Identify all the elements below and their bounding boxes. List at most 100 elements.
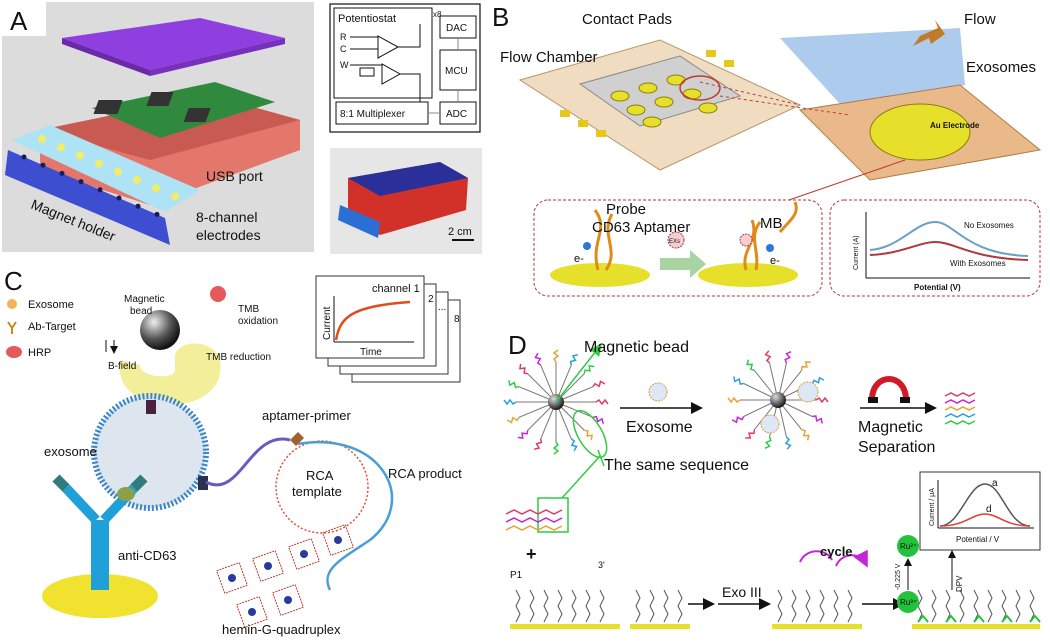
electrode-spot (21, 154, 27, 160)
exo3-label: Exo III (722, 584, 762, 600)
exosomes-label: Exosomes (966, 59, 1036, 76)
electrode-bar (630, 624, 690, 629)
contact-pad (560, 110, 570, 117)
strand-tip (592, 380, 606, 388)
strand-tip (592, 415, 605, 424)
g-quadruplex (251, 549, 285, 583)
time-label: Time (360, 347, 382, 358)
bfield-label: B-field (108, 361, 136, 372)
strand-tip (583, 365, 595, 374)
hrp-icon (6, 346, 22, 358)
released-strand (944, 406, 976, 411)
rca-label-2: template (292, 484, 342, 499)
flow-chamber (578, 55, 742, 127)
strand-tip (764, 436, 772, 449)
strand-tip (731, 416, 745, 424)
capture-probe (571, 589, 577, 623)
same-sequence-label: The same sequence (604, 457, 749, 474)
magnetic-label-2: bead (130, 306, 152, 317)
mb-2 (766, 244, 774, 252)
potential-label-d: Potential / V (956, 535, 1000, 544)
hemin-center (228, 574, 236, 582)
e-label-2: e- (770, 255, 780, 267)
capture-probe (635, 589, 641, 623)
usb-port-label: USB port (206, 168, 263, 184)
chip-3 (183, 108, 211, 122)
released-strand (944, 392, 976, 397)
electrode-spot (154, 211, 160, 217)
potentiostat-label: Potentiostat (338, 13, 396, 25)
same-sequence-ellipse (572, 409, 608, 459)
electrode-bar (772, 624, 862, 629)
ru2-label: Ru²⁺ (900, 542, 917, 551)
capture-probe (1015, 589, 1021, 623)
capture-probe (1029, 589, 1035, 623)
strand-tip (503, 398, 517, 406)
gold-surface (42, 574, 158, 618)
magnet-icon (869, 376, 909, 401)
released-strand (944, 413, 976, 418)
aptamer-2 (743, 201, 798, 271)
anti-cd63-label: anti-CD63 (118, 548, 177, 563)
hemin-center (334, 536, 342, 544)
capture-probe (529, 589, 535, 623)
strand-tip (764, 350, 772, 364)
e-label-1: e- (574, 253, 584, 265)
tmb-ox-label-1: TMB (238, 304, 259, 315)
strand-tip (727, 396, 741, 404)
working-electrode (152, 184, 160, 193)
strand-tip (595, 398, 609, 406)
plus-sign: + (526, 544, 537, 564)
g-quadruplex (287, 537, 321, 571)
released-strand (944, 420, 976, 425)
gold-pad (642, 116, 662, 128)
capture-probe (833, 589, 839, 623)
strand-tip (534, 352, 542, 366)
three-prime-label: 3' (598, 560, 605, 570)
panel-a-letter-box (2, 2, 46, 36)
electrode-bar (510, 624, 620, 629)
g-quadruplex (271, 583, 305, 617)
potential-v-label: Potential (V) (914, 283, 961, 292)
panel-c-letter: C (4, 266, 23, 296)
cd63-protein (117, 487, 135, 501)
strand-tip (584, 429, 593, 441)
g-quadruplexes (215, 523, 355, 629)
highlight-circle (679, 75, 721, 101)
strand-tip (552, 349, 560, 363)
panel-b-letter: B (492, 2, 509, 32)
contact-pad (578, 120, 588, 127)
rca-label-1: RCA (306, 468, 334, 483)
electrode-2 (698, 263, 798, 287)
hrp-bubble (210, 286, 226, 302)
exosome-label: exosome (44, 444, 97, 459)
no-exosomes-label: No Exosomes (964, 221, 1014, 230)
adc-label: ADC (446, 109, 467, 120)
channel1-label: channel 1 (372, 283, 420, 295)
capture-probe (677, 589, 683, 623)
capture-probe (791, 589, 797, 623)
with-exosomes-label: With Exosomes (950, 259, 1006, 268)
no-exosomes-curve (869, 220, 1029, 257)
mcu-label: MCU (445, 66, 468, 77)
electrode-spot (97, 187, 103, 193)
capture-probe (973, 589, 979, 623)
exs-particle (667, 231, 685, 249)
photo-lid (348, 162, 468, 196)
exosome-legend-icon (7, 299, 17, 309)
electrode-spot (40, 162, 46, 168)
primer-icon (290, 432, 304, 446)
magnetic-bead (140, 310, 180, 350)
scale-label: 2 cm (448, 226, 472, 238)
p1-label: P1 (510, 570, 523, 581)
c-label: C (340, 44, 347, 54)
electrode-spots (21, 135, 179, 217)
green-arrow (660, 250, 706, 278)
electrode-spot (116, 195, 122, 201)
strand-tip (801, 428, 810, 441)
au-electrode-label: Au Electrode (930, 121, 980, 130)
hemin-center (284, 596, 292, 604)
ru3-circle (897, 591, 919, 613)
ru-tag (917, 614, 929, 623)
legend-exosome: Exosome (28, 299, 74, 311)
